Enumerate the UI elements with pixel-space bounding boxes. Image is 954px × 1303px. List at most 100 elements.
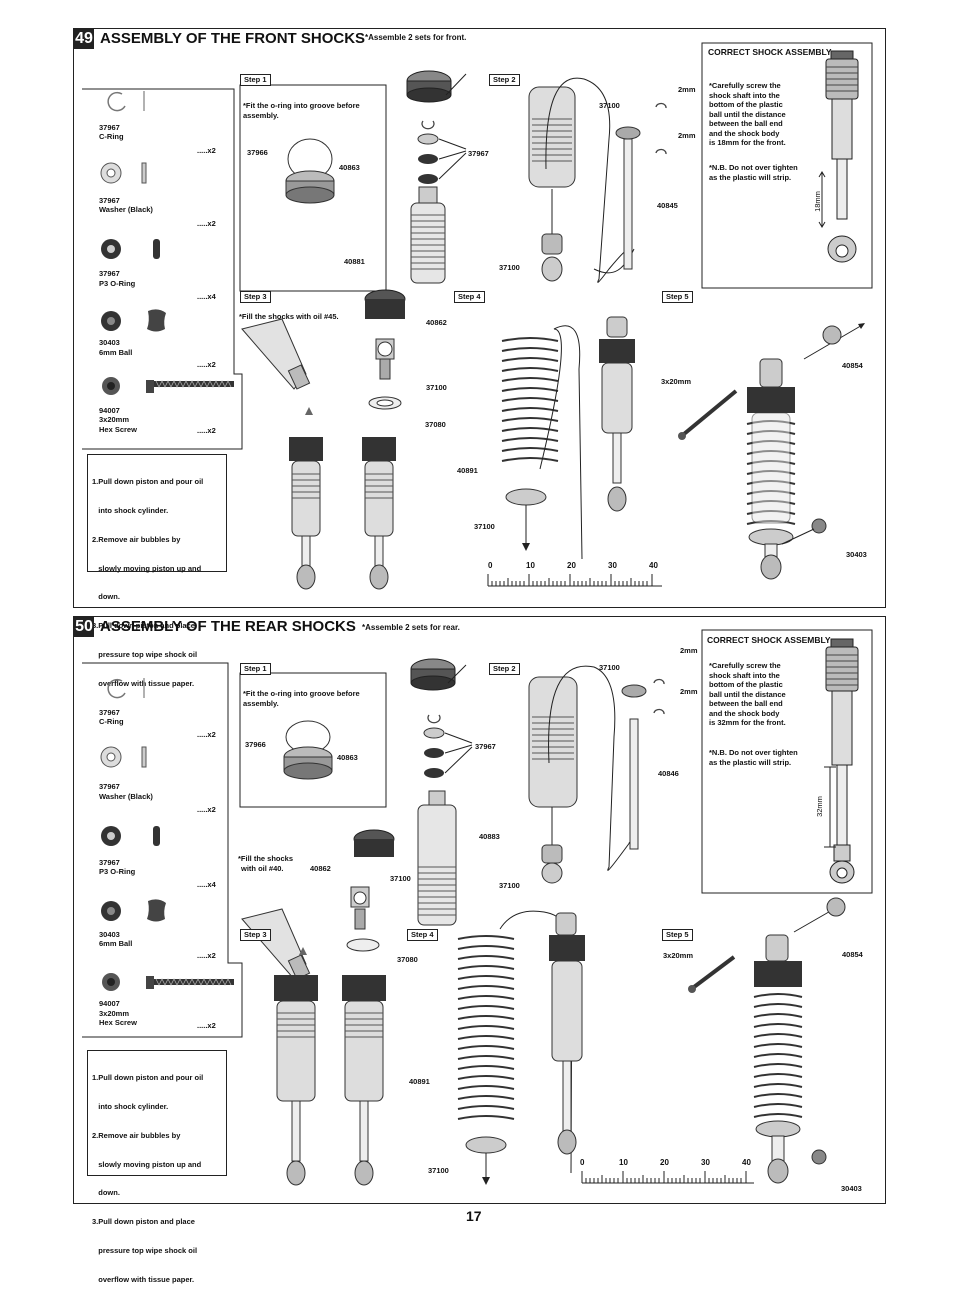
callout: 40891 — [457, 466, 478, 475]
part-code: 37967 — [99, 782, 120, 791]
note-line: is 32mm for the front. — [709, 718, 786, 727]
note-line: bottom of the plastic — [709, 680, 783, 689]
part-name: P3 O-Ring — [99, 279, 136, 288]
ruler-label: 20 — [567, 561, 576, 570]
callout: 40881 — [344, 257, 365, 266]
correct-assembly-warning: *N.B. Do not over tighten as the plastic… — [709, 163, 798, 182]
instruction-line: 2.Remove air bubbles by — [92, 534, 181, 544]
assemble-note: *Assemble 2 sets for front. — [365, 33, 467, 42]
step-5-label: Step 5 — [662, 929, 693, 941]
instruction-line: overflow with tissue paper. — [92, 1274, 195, 1284]
page-number: 17 — [466, 1208, 482, 1224]
part-qty: .....x2 — [197, 805, 216, 814]
callout: 37100 — [499, 881, 520, 890]
assemble-note: *Assemble 2 sets for rear. — [362, 623, 460, 632]
part-code: 37967 — [99, 123, 120, 132]
callout: 40883 — [479, 832, 500, 841]
section-title: ASSEMBLY OF THE FRONT SHOCKS — [100, 30, 366, 47]
note-line: between the ball end — [709, 119, 783, 128]
note-line: ball until the distance — [709, 109, 786, 119]
step-2-label: Step 2 — [489, 74, 520, 86]
section-title: ASSEMBLY OF THE REAR SHOCKS — [100, 618, 356, 635]
callout: 3x20mm — [663, 951, 694, 960]
part-qty: .....x2 — [197, 219, 216, 228]
part-qty: .....x2 — [197, 146, 216, 155]
rear-shocks-section: 50 ASSEMBLY OF THE REAR SHOCKS *Assemble… — [73, 616, 886, 1284]
instruction-line: down. — [92, 592, 120, 602]
note-line: *N.B. Do not over tighten — [709, 748, 798, 757]
part-code: 30403 — [99, 930, 120, 939]
instruction-line: into shock cylinder. — [92, 1101, 169, 1111]
ruler-label: 40 — [742, 1158, 751, 1167]
dimension-label: 18mm — [812, 191, 822, 212]
oil-instructions: 1.Pull down piston and pour oil into sho… — [87, 1050, 227, 1284]
note-line: is 18mm for the front. — [709, 138, 786, 147]
note-line: *N.B. Do not over tighten — [709, 163, 798, 172]
callout: 40862 — [310, 864, 331, 873]
instruction-line: overflow with tissue paper. — [92, 678, 195, 688]
callout: 37966 — [245, 740, 266, 749]
part-code: 94007 — [99, 406, 120, 415]
step-4-label: Step 4 — [454, 291, 485, 303]
section-number: 50 — [74, 617, 94, 637]
callout: 37100 — [474, 522, 495, 531]
instruction-line: pressure top wipe shock oil — [92, 649, 198, 659]
instruction-line: 3.Pull down piston and place — [92, 1217, 195, 1227]
part-qty: .....x2 — [197, 730, 216, 739]
part-name: Hex Screw — [99, 425, 137, 434]
instruction-line: 2.Remove air bubbles by — [92, 1130, 181, 1140]
callout: 3x20mm — [661, 377, 692, 386]
note-line: ball until the distance — [709, 689, 786, 699]
note-line: *Carefully screw the — [709, 81, 781, 90]
callout: 40846 — [658, 769, 679, 778]
callout: 40891 — [409, 1077, 430, 1086]
callout: 37080 — [397, 955, 418, 964]
note-line: as the plastic will strip. — [709, 757, 792, 767]
callout: 40863 — [337, 753, 358, 762]
instruction-line: slowly moving piston up and — [92, 563, 202, 573]
step-2-label: Step 2 — [489, 663, 520, 675]
part-name: Washer (Black) — [99, 792, 153, 801]
note-line: between the ball end — [709, 699, 783, 708]
correct-assembly-title: CORRECT SHOCK ASSEMBLY — [708, 47, 832, 57]
part-name: 3x20mm — [99, 415, 130, 424]
correct-assembly-text: *Carefully screw the shock shaft into th… — [709, 81, 786, 148]
instruction-line: 1.Pull down piston and pour oil — [92, 477, 204, 487]
note-line: as the plastic will strip. — [709, 172, 792, 182]
note-line: shock shaft into the — [709, 90, 780, 100]
step-3-label: Step 3 — [240, 929, 271, 941]
dimension-label: 32mm — [814, 796, 824, 817]
instruction-line: 3.Pull down piston and place — [92, 621, 195, 631]
ruler-label: 40 — [649, 561, 658, 570]
step1-note: *Fit the o-ring into groove before assem… — [243, 101, 360, 120]
step-4-label: Step 4 — [407, 929, 438, 941]
part-qty: .....x2 — [197, 360, 216, 369]
part-qty: .....x4 — [197, 292, 216, 301]
note-line: and the shock body — [709, 708, 780, 718]
front-shocks-section: 49 ASSEMBLY OF THE FRONT SHOCKS *Assembl… — [73, 28, 886, 688]
step-3-label: Step 3 — [240, 291, 271, 303]
callout: 37100 — [390, 874, 411, 883]
note-line: and the shock body — [709, 128, 780, 138]
rear-diagram — [82, 629, 873, 1186]
instruction-line: down. — [92, 1188, 120, 1198]
ruler-label: 30 — [608, 561, 617, 570]
part-name: 6mm Ball — [99, 348, 133, 357]
ruler-label: 10 — [526, 561, 535, 570]
ruler-label: 20 — [660, 1158, 669, 1167]
callout: 37967 — [468, 149, 489, 158]
ruler-label: 10 — [619, 1158, 628, 1167]
fill-note: *Fill the shocks with oil #45. — [239, 312, 339, 321]
part-code: 30403 — [99, 338, 120, 347]
instruction-line: slowly moving piston up and — [92, 1159, 202, 1169]
fill-note: *Fill the shocks — [238, 854, 294, 863]
callout: 37967 — [475, 742, 496, 751]
callout: 37100 — [426, 383, 447, 392]
part-code: 94007 — [99, 999, 120, 1008]
callout: 37966 — [247, 148, 268, 157]
callout: 30403 — [846, 550, 867, 559]
callout: 37100 — [428, 1166, 449, 1175]
callout: 37100 — [599, 101, 620, 110]
callout: 37100 — [599, 663, 620, 672]
instruction-line: pressure top wipe shock oil — [92, 1245, 198, 1255]
